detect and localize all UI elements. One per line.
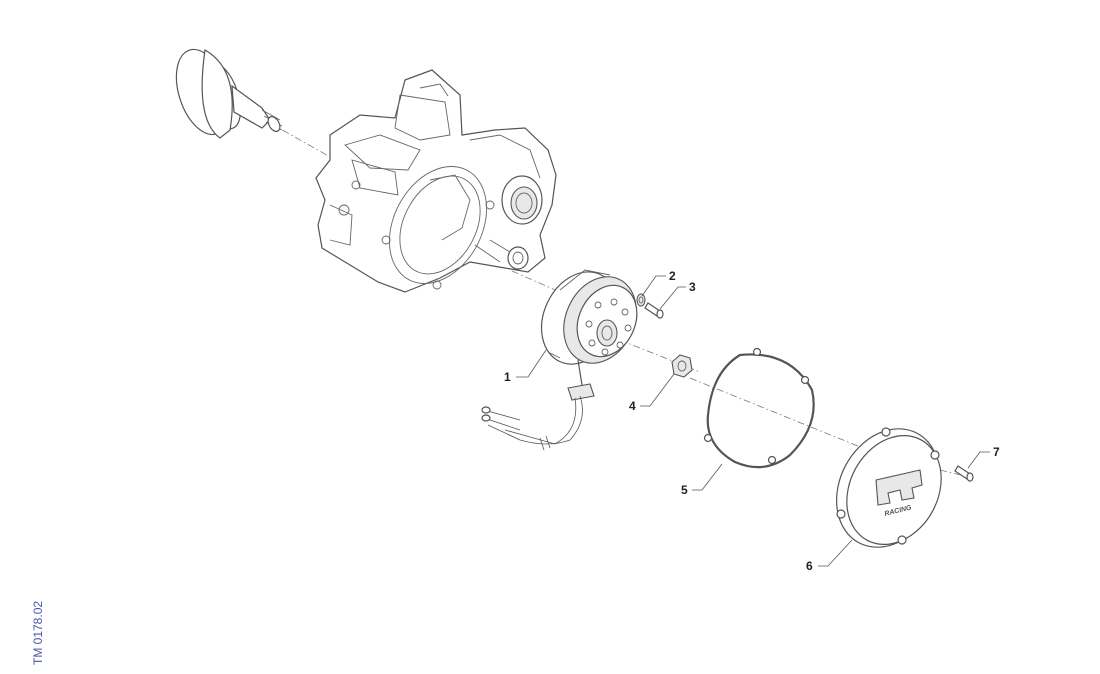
gasket-part-5 bbox=[703, 347, 815, 469]
engine-crankcase bbox=[315, 69, 557, 293]
ignition-cover-part-6: RACING bbox=[835, 427, 942, 548]
crankshaft-flywheel bbox=[175, 48, 283, 139]
callout-1: 1 bbox=[504, 370, 511, 384]
callout-4: 4 bbox=[629, 399, 636, 413]
nut-part-4 bbox=[671, 354, 693, 378]
stator-rotor-part-1 bbox=[481, 269, 638, 451]
callout-labels: 1 2 3 4 5 6 7 bbox=[504, 269, 1000, 573]
callout-leaders bbox=[516, 275, 990, 567]
washer-part-2 bbox=[636, 293, 646, 307]
callout-2: 2 bbox=[669, 269, 676, 283]
screw-part-3 bbox=[644, 302, 664, 319]
callout-7: 7 bbox=[993, 445, 1000, 459]
callout-6: 6 bbox=[806, 559, 813, 573]
callout-3: 3 bbox=[689, 280, 696, 294]
screw-part-7 bbox=[954, 465, 974, 482]
drawing-code: TM 0178.02 bbox=[31, 601, 45, 665]
callout-5: 5 bbox=[681, 483, 688, 497]
